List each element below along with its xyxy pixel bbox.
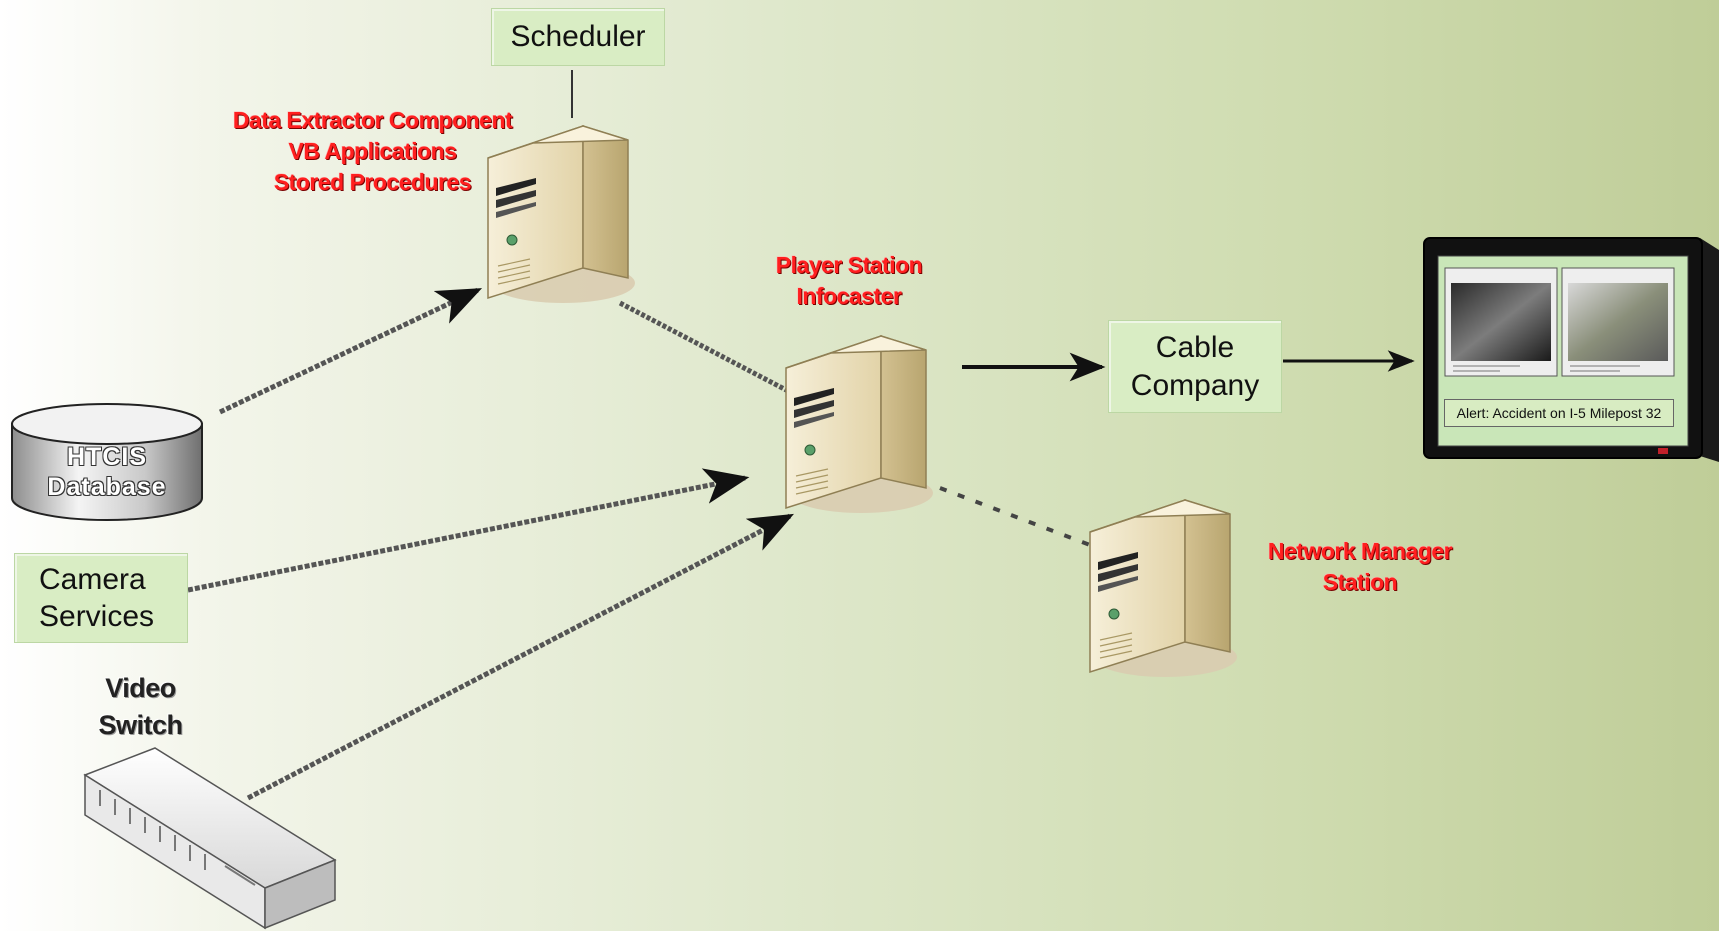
cable-company-box: Cable Company xyxy=(1108,320,1282,413)
tv-alert-bar: Alert: Accident on I-5 Milepost 32 xyxy=(1444,399,1674,427)
data-extractor-line-1: Data Extractor Component xyxy=(232,107,513,133)
camera-services-label-line-2: Services xyxy=(39,600,155,633)
camera-services-box: Camera Services xyxy=(14,553,188,643)
scheduler-box: Scheduler xyxy=(491,8,665,66)
player-station-server-icon xyxy=(785,335,934,514)
player-station-line-2: Infocaster xyxy=(796,283,902,309)
video-switch-line-2: Switch xyxy=(98,710,183,740)
data-extractor-line-2: VB Applications xyxy=(288,138,458,164)
network-manager-line-2: Station xyxy=(1322,569,1398,595)
tv-monitor-icon xyxy=(1423,237,1719,462)
network-manager-line-1: Network Manager xyxy=(1267,538,1453,564)
player-station-line-1: Player Station xyxy=(775,252,923,278)
camera-services-label-line-1: Camera xyxy=(39,562,146,596)
scheduler-label: Scheduler xyxy=(510,20,646,54)
video-switch-icon xyxy=(83,747,337,930)
player-station-annotation: Player Station Infocaster xyxy=(738,250,960,312)
cable-company-label-line-1: Cable xyxy=(1155,331,1235,364)
connectors xyxy=(187,70,1415,801)
data-extractor-annotation: Data Extractor Component VB Applications… xyxy=(200,105,545,198)
htcis-database-line-2: Database xyxy=(47,473,167,501)
video-switch-line-1: Video xyxy=(105,673,176,703)
video-switch-label: Video Switch xyxy=(78,670,203,744)
network-manager-annotation: Network Manager Station xyxy=(1240,536,1480,598)
network-manager-server-icon xyxy=(1089,499,1238,678)
database-icon xyxy=(11,403,203,521)
data-extractor-line-3: Stored Procedures xyxy=(273,169,472,195)
htcis-database-label: HTCIS Database xyxy=(12,442,202,502)
cable-company-label-line-2: Company xyxy=(1130,368,1260,402)
htcis-database-line-1: HTCIS xyxy=(67,443,147,471)
